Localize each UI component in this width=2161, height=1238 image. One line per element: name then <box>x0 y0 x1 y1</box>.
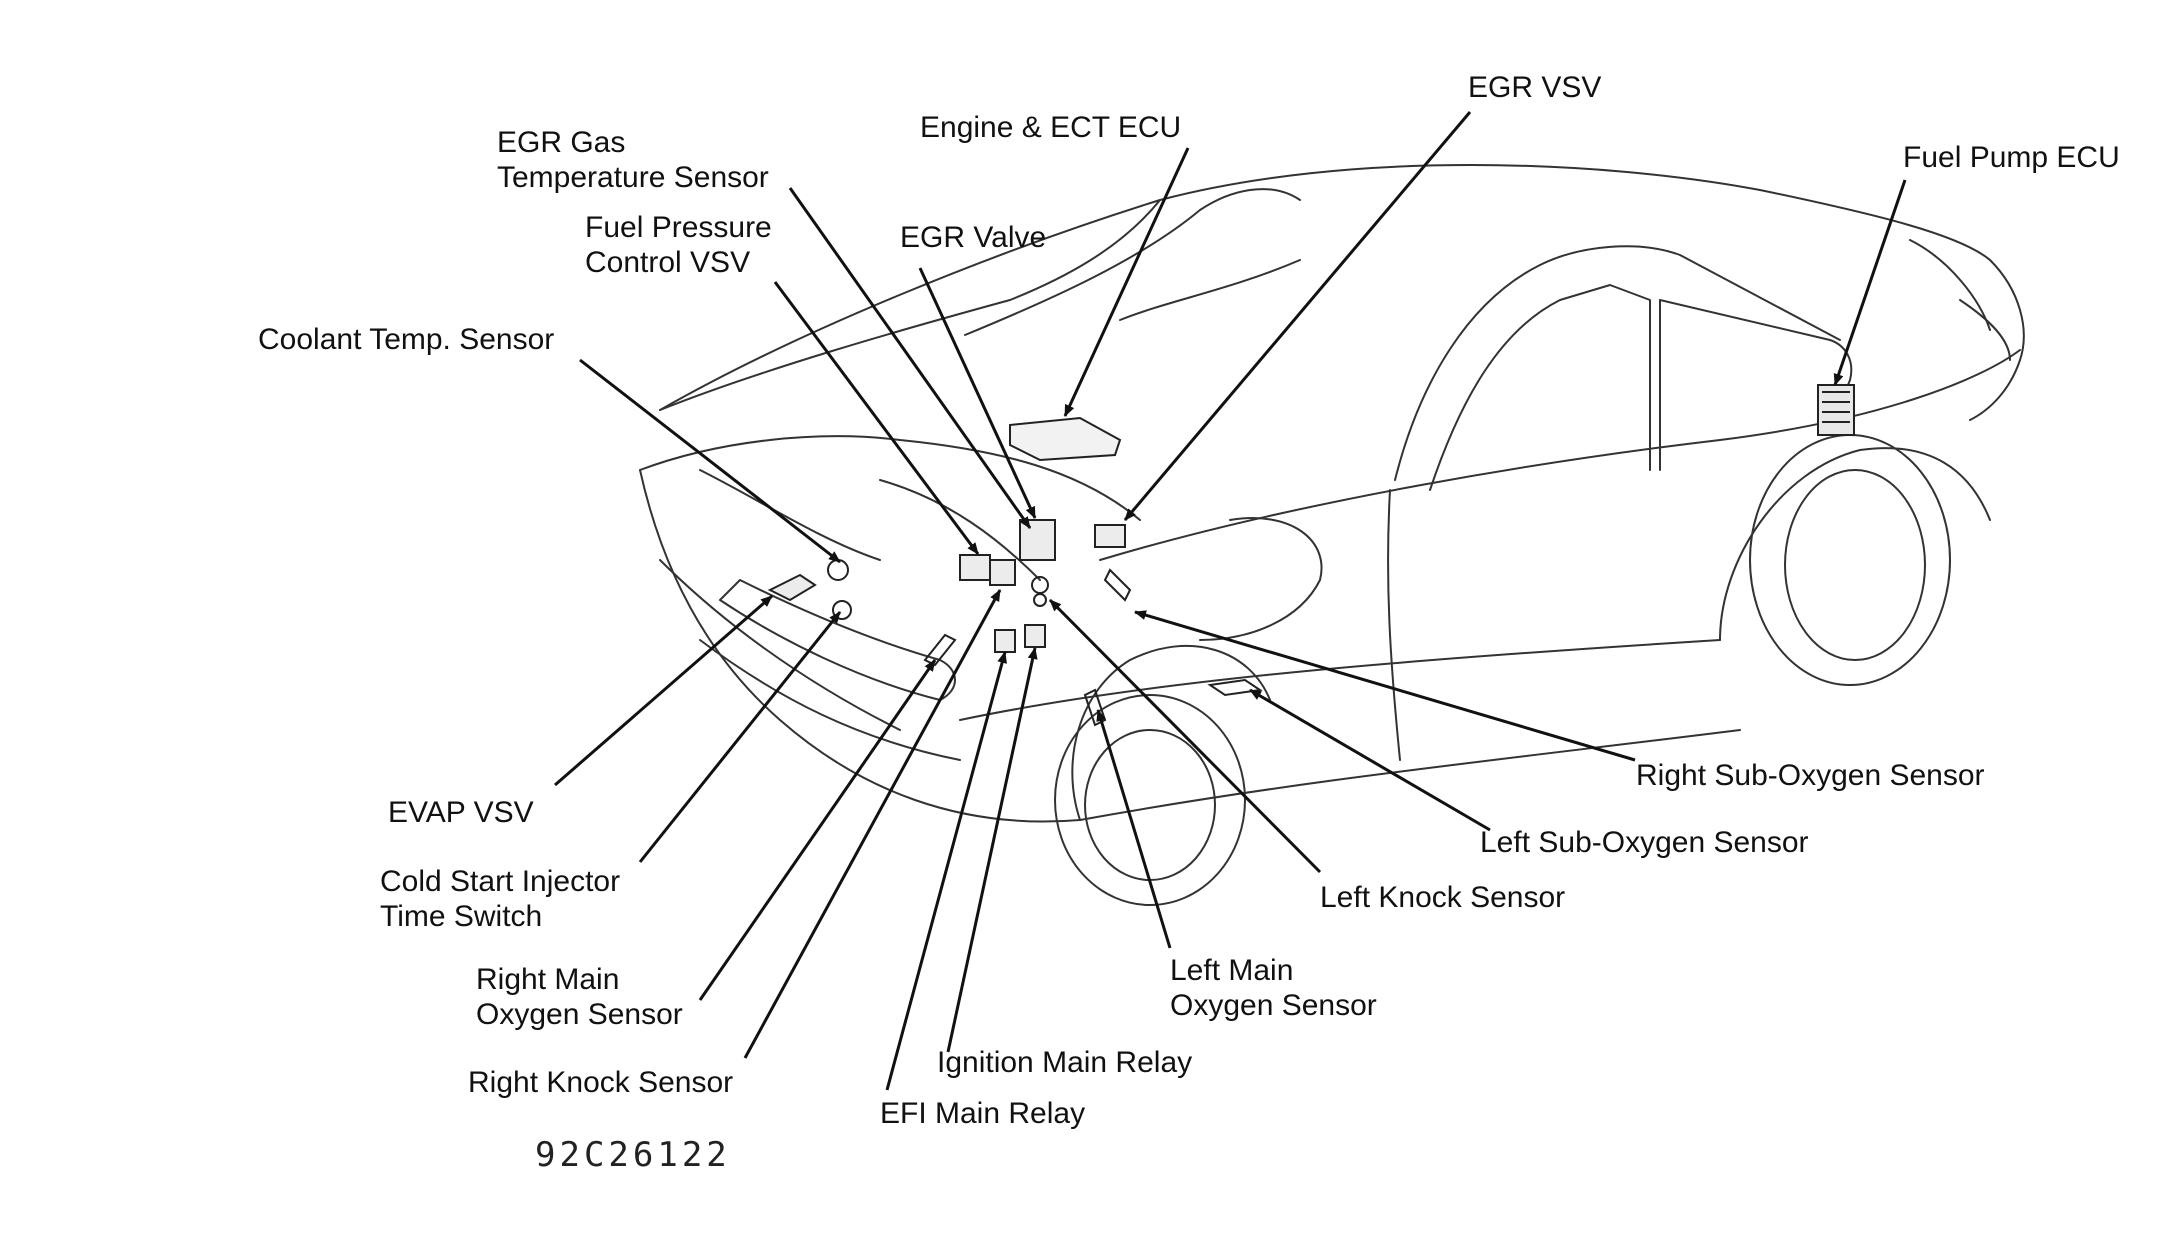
leader-fuel-pump-ecu <box>1833 179 1907 386</box>
leader-cold-start-switch <box>638 611 842 863</box>
leader-coolant-temp <box>579 358 841 564</box>
label-right-main-oxygen-sensor: Right Main Oxygen Sensor <box>476 963 683 1031</box>
label-left-knock-sensor: Left Knock Sensor <box>1320 881 1566 914</box>
label-left-sub-oxygen-sensor: Left Sub-Oxygen Sensor <box>1480 826 1809 859</box>
label-right-knock-sensor: Right Knock Sensor <box>468 1066 734 1099</box>
leader-egr-vsv <box>1123 111 1472 521</box>
leader-left-knock <box>1048 598 1322 874</box>
label-ignition-main-relay: Ignition Main Relay <box>937 1046 1193 1079</box>
leader-egr-valve <box>918 267 1037 519</box>
label-coolant-temp-sensor: Coolant Temp. Sensor <box>258 323 555 356</box>
label-right-sub-oxygen-sensor: Right Sub-Oxygen Sensor <box>1636 759 1985 792</box>
label-fuel-pump-ecu: Fuel Pump ECU <box>1903 141 2120 174</box>
label-efi-main-relay: EFI Main Relay <box>880 1097 1086 1130</box>
leader-right-main-o2 <box>698 659 937 1001</box>
leader-left-sub-o2 <box>1249 688 1491 832</box>
leader-egr-gas-temp <box>788 187 1032 529</box>
leader-left-main-o2 <box>1096 709 1172 949</box>
components <box>767 384 1855 727</box>
label-left-main-oxygen-sensor: Left Main Oxygen Sensor <box>1170 954 1377 1022</box>
leader-lines <box>554 111 1907 1091</box>
leader-right-knock <box>743 589 1002 1059</box>
leader-right-sub-o2 <box>1134 610 1636 762</box>
leader-evap-vsv <box>554 594 773 787</box>
label-egr-vsv: EGR VSV <box>1468 71 1602 104</box>
leader-fuel-pressure-vsv <box>773 281 980 555</box>
label-engine-ect-ecu: Engine & ECT ECU <box>920 111 1182 144</box>
leader-ignition-relay <box>946 647 1038 1053</box>
label-cold-start-injector-time-switch: Cold Start Injector Time Switch <box>380 865 621 933</box>
label-egr-valve: EGR Valve <box>900 221 1047 254</box>
car-body <box>639 164 2025 906</box>
figure-code: 92C26122 <box>535 1135 731 1175</box>
label-egr-gas-temperature-sensor: EGR Gas Temperature Sensor <box>497 126 769 194</box>
label-evap-vsv: EVAP VSV <box>388 796 534 829</box>
leader-efi-relay <box>885 651 1007 1091</box>
leader-engine-ect-ecu <box>1063 147 1190 417</box>
label-fuel-pressure-control-vsv: Fuel Pressure Control VSV <box>585 211 772 279</box>
